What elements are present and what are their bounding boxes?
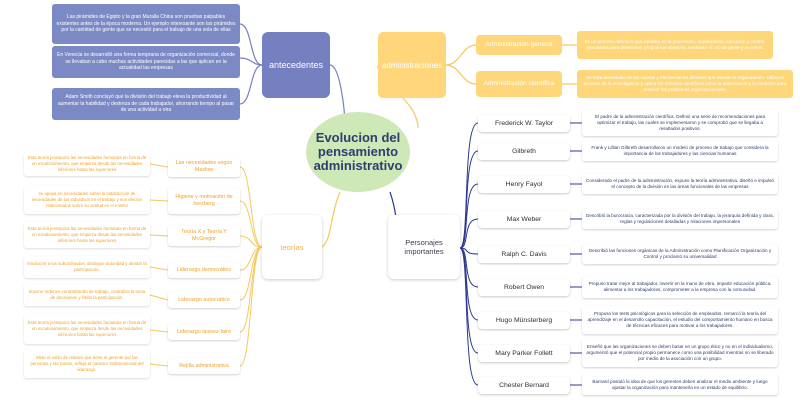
person-note-gilbreth[interactable]: Frank y Lillian Gilbreth desarrollaron u…: [582, 141, 778, 161]
person-note-text: Propuso los tests psicológicos para la s…: [587, 311, 773, 328]
person-gilbreth[interactable]: Gilbreth: [478, 143, 570, 160]
person-note-taylor[interactable]: El padre de la administración científica…: [582, 110, 778, 136]
person-name: Henry Fayol: [505, 181, 543, 188]
teoria-note-text: Esta teoría jerarquiza las necesidades h…: [27, 320, 147, 337]
person-note-text: El padre de la administración científica…: [594, 114, 766, 131]
administracion-general-node[interactable]: Administración general: [476, 35, 562, 55]
person-note-text: Enseñó que las organizaciones se deben b…: [586, 344, 774, 361]
person-note-text: Frank y Lillian Gilbreth desarrollaron u…: [591, 145, 769, 156]
person-note-weber[interactable]: Describió la burocracia, caracterizada p…: [582, 209, 778, 229]
person-munsterberg[interactable]: Hugo Münsterberg: [478, 312, 570, 329]
teoria-note-text: Involucrar a los subordinados, distingue…: [27, 261, 147, 272]
teoria-note-liderazgo-laissez-faire[interactable]: Esta teoría jerarquiza las necesidades h…: [24, 314, 150, 344]
person-note-follett[interactable]: Enseñó que las organizaciones se deben b…: [582, 339, 778, 367]
person-note-text: Describió las funciones orgánicas de la …: [588, 248, 772, 259]
antecedente-note-2[interactable]: En Venecia se desarrolló una forma tempr…: [52, 46, 240, 78]
person-note-owen[interactable]: Propuso tratar mejor al trabajador, inve…: [582, 276, 778, 298]
person-taylor[interactable]: Frederick W. Taylor: [478, 115, 570, 132]
teoria-liderazgo-autocratico[interactable]: Liderazgo autocrático: [168, 292, 240, 308]
person-name: Hugo Münsterberg: [495, 317, 553, 324]
person-note-fayol[interactable]: Considerado el padre de la administració…: [582, 174, 778, 194]
teoria-label: Liderazgo laissez-faire: [177, 328, 231, 335]
central-topic-title: Evolucion del pensamiento administrativo: [313, 130, 403, 173]
teoria-note-text: Esta teoría jerarquiza las necesidades h…: [27, 155, 147, 172]
administracion-general-label: Administración general: [485, 41, 553, 48]
teoria-maslow[interactable]: Las necesidades según Maslow: [168, 157, 240, 177]
teoria-note-herzberg[interactable]: se apoya en necesidades sobre la satisfa…: [24, 186, 150, 214]
person-note-text: Barnard postuló la idea de que los geren…: [592, 379, 768, 390]
person-name: Robert Owen: [503, 284, 545, 291]
teoria-note-liderazgo-democratico[interactable]: Involucrar a los subordinados, distingue…: [24, 256, 150, 278]
person-note-munsterberg[interactable]: Propuso los tests psicológicos para la s…: [582, 306, 778, 334]
antecedentes-label: antecedentes: [268, 60, 324, 70]
teoria-liderazgo-laissez-faire[interactable]: Liderazgo laissez-faire: [168, 324, 240, 340]
person-weber[interactable]: Max Weber: [478, 211, 570, 228]
teoria-note-text: Esta teoría jerarquiza las necesidades h…: [27, 226, 147, 243]
administracion-cientifica-note[interactable]: Se trata del estudio de las causas y efe…: [577, 70, 793, 98]
person-davis[interactable]: Ralph C. Davis: [478, 246, 570, 263]
teoria-note-rejilla-administrativa[interactable]: Mide el estilo de relativo que tiene el …: [24, 350, 150, 378]
teoria-note-text: Mide el estilo de relativo que tiene el …: [30, 355, 144, 372]
antecedente-note-text: Las pirámides de Egipto y la gran Murall…: [56, 14, 236, 34]
teorias-label: teorías: [280, 242, 304, 252]
administraciones-node[interactable]: administraciones: [378, 32, 446, 98]
person-name: Chester Bernard: [499, 382, 549, 389]
person-fayol[interactable]: Henry Fayol: [478, 176, 570, 193]
person-note-text: Describió la burocracia, caracterizada p…: [586, 213, 774, 224]
teoria-label: Higiene y motivación de herzberg: [175, 194, 233, 207]
administracion-cientifica-note-text: Se trata del estudio de las causas y efe…: [584, 75, 786, 92]
teoria-note-text: Impone órdenes centralizando de trabajo,…: [28, 289, 146, 300]
teoria-label: Teoría X y Teoría Y McGregor: [181, 229, 227, 242]
teoria-note-liderazgo-autocratico[interactable]: Impone órdenes centralizando de trabajo,…: [24, 284, 150, 306]
person-owen[interactable]: Robert Owen: [478, 279, 570, 296]
teoria-note-mcgregor[interactable]: Esta teoría jerarquiza las necesidades h…: [24, 222, 150, 248]
person-note-bernard[interactable]: Barnard postuló la idea de que los geren…: [582, 375, 778, 395]
central-topic[interactable]: Evolucion del pensamiento administrativo: [306, 112, 410, 192]
personajes-node[interactable]: Personajes importantes: [388, 215, 460, 279]
teoria-liderazgo-democratico[interactable]: Liderazgo democrático: [168, 262, 240, 278]
teoria-note-maslow[interactable]: Esta teoría jerarquiza las necesidades h…: [24, 152, 150, 176]
antecedente-note-1[interactable]: Las pirámides de Egipto y la gran Murall…: [52, 4, 240, 44]
person-name: Mary Parker Follett: [495, 350, 553, 357]
person-bernard[interactable]: Chester Bernard: [478, 377, 570, 394]
administracion-general-note[interactable]: Es un proceso distintivo que consiste en…: [577, 31, 773, 59]
teoria-note-text: se apoya en necesidades sobre la satisfa…: [31, 191, 143, 208]
person-name: Gilbreth: [512, 148, 536, 155]
teoria-label: Rejilla administrativa: [179, 362, 229, 369]
person-note-davis[interactable]: Describió las funciones orgánicas de la …: [582, 244, 778, 264]
teoria-label: Liderazgo democrático: [176, 266, 232, 273]
teorias-node[interactable]: teorías: [262, 215, 322, 279]
teoria-rejilla-administrativa[interactable]: Rejilla administrativa: [168, 358, 240, 374]
antecedente-note-text: En Venecia se desarrolló una forma tempr…: [57, 52, 235, 72]
administracion-general-note-text: Es un proceso distintivo que consiste en…: [584, 39, 766, 50]
antecedentes-node[interactable]: antecedentes: [262, 32, 330, 98]
person-note-text: Considerado el padre de la administració…: [586, 178, 774, 189]
personajes-label: Personajes importantes: [404, 238, 444, 256]
teoria-label: Liderazgo autocrático: [178, 296, 230, 303]
antecedente-note-text: Adam Smith concluyó que la división del …: [57, 94, 235, 114]
teoria-mcgregor[interactable]: Teoría X y Teoría Y McGregor: [168, 226, 240, 246]
person-note-text: Propuso tratar mejor al trabajador, inve…: [588, 281, 772, 292]
person-name: Frederick W. Taylor: [494, 120, 554, 127]
teoria-label: Las necesidades según Maslow: [175, 160, 233, 173]
person-follett[interactable]: Mary Parker Follett: [478, 345, 570, 362]
administracion-cientifica-label: Administración científica: [483, 80, 555, 87]
antecedente-note-3[interactable]: Adam Smith concluyó que la división del …: [52, 88, 240, 120]
person-name: Max Weber: [506, 216, 542, 223]
person-name: Ralph C. Davis: [501, 251, 547, 258]
administraciones-label: administraciones: [381, 60, 443, 70]
administracion-cientifica-node[interactable]: Administración científica: [476, 71, 562, 97]
teoria-herzberg[interactable]: Higiene y motivación de herzberg: [168, 188, 240, 214]
